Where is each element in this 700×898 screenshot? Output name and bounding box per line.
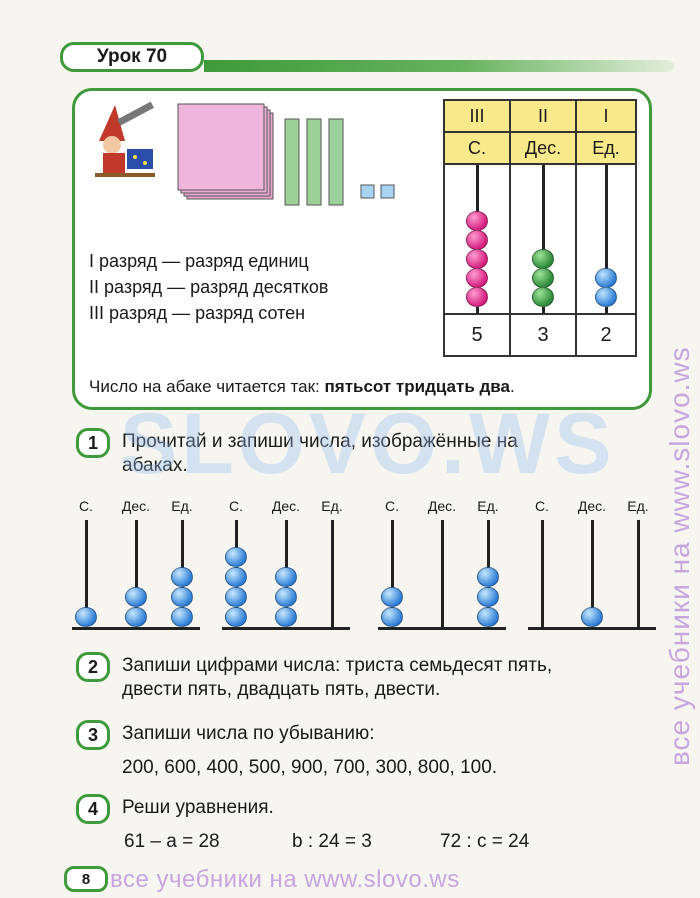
abacus-bead xyxy=(75,607,97,627)
rod-cell-tens xyxy=(509,163,577,315)
abacus-label: С. xyxy=(229,498,243,514)
value-units: 2 xyxy=(575,313,637,357)
abacus-bead xyxy=(466,211,488,231)
abacus-bead xyxy=(275,567,297,587)
task-2-text: Запиши цифрами числа: триста семьдесят п… xyxy=(122,655,553,700)
abacus-bead xyxy=(171,567,193,587)
abacus-bead xyxy=(466,249,488,269)
abacus-rod xyxy=(540,520,544,630)
abacus-bead xyxy=(275,587,297,607)
abacus-rod xyxy=(134,520,138,630)
unit-cubes-illustration xyxy=(360,184,395,199)
abacus-rod xyxy=(636,520,640,630)
rod-cell-units xyxy=(575,163,637,315)
abacus-rod xyxy=(330,520,334,630)
abacus-bead xyxy=(595,268,617,288)
abacus-3: С. Дес. Ед. xyxy=(378,498,506,630)
lesson-title: Урок 70 xyxy=(60,42,204,72)
label-tens: Дес. xyxy=(509,131,577,165)
value-hundreds: 5 xyxy=(443,313,511,357)
abacus-bead xyxy=(275,607,297,627)
abacus-label: Ед. xyxy=(627,498,649,514)
abacus-label: Ед. xyxy=(321,498,343,514)
reading-sentence: Число на абаке читается так: пятьсот три… xyxy=(89,377,515,396)
place-units: I разряд — разряд единиц xyxy=(89,251,309,271)
abacus-label: Дес. xyxy=(121,498,151,514)
value-tens: 3 xyxy=(509,313,577,357)
equation-2: b : 24 = 3 xyxy=(292,831,372,852)
abacus-label: С. xyxy=(385,498,399,514)
abacus-bead xyxy=(466,268,488,288)
abacus-labels: С. Дес. Ед. xyxy=(378,498,506,516)
abacus-bead xyxy=(477,567,499,587)
place-value-abacus-table: III II I С. Дес. Ед. 5 3 2 xyxy=(443,99,637,357)
abacus-labels: С. Дес. Ед. xyxy=(72,498,200,516)
abacus-rod xyxy=(440,520,444,630)
wizard-telescope-illustration xyxy=(95,101,155,177)
abacus-bead xyxy=(125,607,147,627)
number-in-words: пятьсот тридцать два xyxy=(324,377,510,396)
watermark-bottom: все учебники на www.slovo.ws xyxy=(110,866,460,893)
task-4-number: 4 xyxy=(76,794,110,824)
watermark-center: SLOVO.WS xyxy=(120,396,616,492)
task-2-number: 2 xyxy=(76,652,110,682)
abacus-bead xyxy=(595,287,617,307)
abacus-bead xyxy=(171,587,193,607)
abacus-label: Ед. xyxy=(477,498,499,514)
abacus-bead xyxy=(477,587,499,607)
abacus-label: Дес. xyxy=(427,498,457,514)
hundreds-square-illustration xyxy=(177,103,274,200)
abacus-bead xyxy=(225,587,247,607)
abacus-bead xyxy=(466,230,488,250)
task-3-text: Запиши числа по убыванию: 200, 600, 400,… xyxy=(122,723,498,778)
abacus-bead xyxy=(225,607,247,627)
place-value-box: I разряд — разряд единиц II разряд — раз… xyxy=(72,88,652,410)
abacus-4: С. Дес. Ед. xyxy=(528,498,656,630)
abacus-label: Дес. xyxy=(271,498,301,514)
label-units: Ед. xyxy=(575,131,637,165)
abacus-bead xyxy=(532,249,554,269)
abacus-rod xyxy=(390,520,394,630)
rod-cell-hundreds xyxy=(443,163,511,315)
task-1-text: Прочитай и запиши числа, изображённые на… xyxy=(122,431,518,476)
abacus-1: С. Дес. Ед. xyxy=(72,498,200,630)
abacus-bead xyxy=(171,607,193,627)
abacus-bead xyxy=(581,607,603,627)
abacus-rod xyxy=(84,520,88,630)
abacus-bead xyxy=(466,287,488,307)
roman-units: I xyxy=(575,99,637,133)
equation-1: 61 – a = 28 xyxy=(124,831,220,852)
abacus-bead xyxy=(225,567,247,587)
task-4-text: Реши уравнения. xyxy=(122,797,274,818)
task-3-number: 3 xyxy=(76,720,110,750)
roman-hundreds: III xyxy=(443,99,511,133)
task-1-number: 1 xyxy=(76,428,110,458)
abacus-bead xyxy=(477,607,499,627)
abacus-labels: С. Дес. Ед. xyxy=(222,498,350,516)
abacus-bead xyxy=(532,268,554,288)
place-hundreds: III разряд — разряд сотен xyxy=(89,303,306,323)
abacus-bead xyxy=(125,587,147,607)
page-number: 8 xyxy=(64,866,108,892)
abacus-bead xyxy=(225,547,247,567)
equation-3: 72 : c = 24 xyxy=(440,831,530,852)
tens-rods-illustration xyxy=(284,118,344,206)
place-tens: II разряд — разряд десятков xyxy=(89,277,329,297)
abacus-rod xyxy=(590,520,594,630)
label-hundreds: С. xyxy=(443,131,511,165)
abacus-bead xyxy=(381,607,403,627)
abacus-2: С. Дес. Ед. xyxy=(222,498,350,630)
abacus-label: Дес. xyxy=(577,498,607,514)
roman-tens: II xyxy=(509,99,577,133)
watermark-side: все учебники на www.slovo.ws xyxy=(664,346,695,766)
header-bar xyxy=(204,60,674,72)
abacus-label: С. xyxy=(535,498,549,514)
abacus-label: Ед. xyxy=(171,498,193,514)
abacus-bead xyxy=(381,587,403,607)
abacus-labels: С. Дес. Ед. xyxy=(528,498,656,516)
abacus-label: С. xyxy=(79,498,93,514)
abacus-bead xyxy=(532,287,554,307)
